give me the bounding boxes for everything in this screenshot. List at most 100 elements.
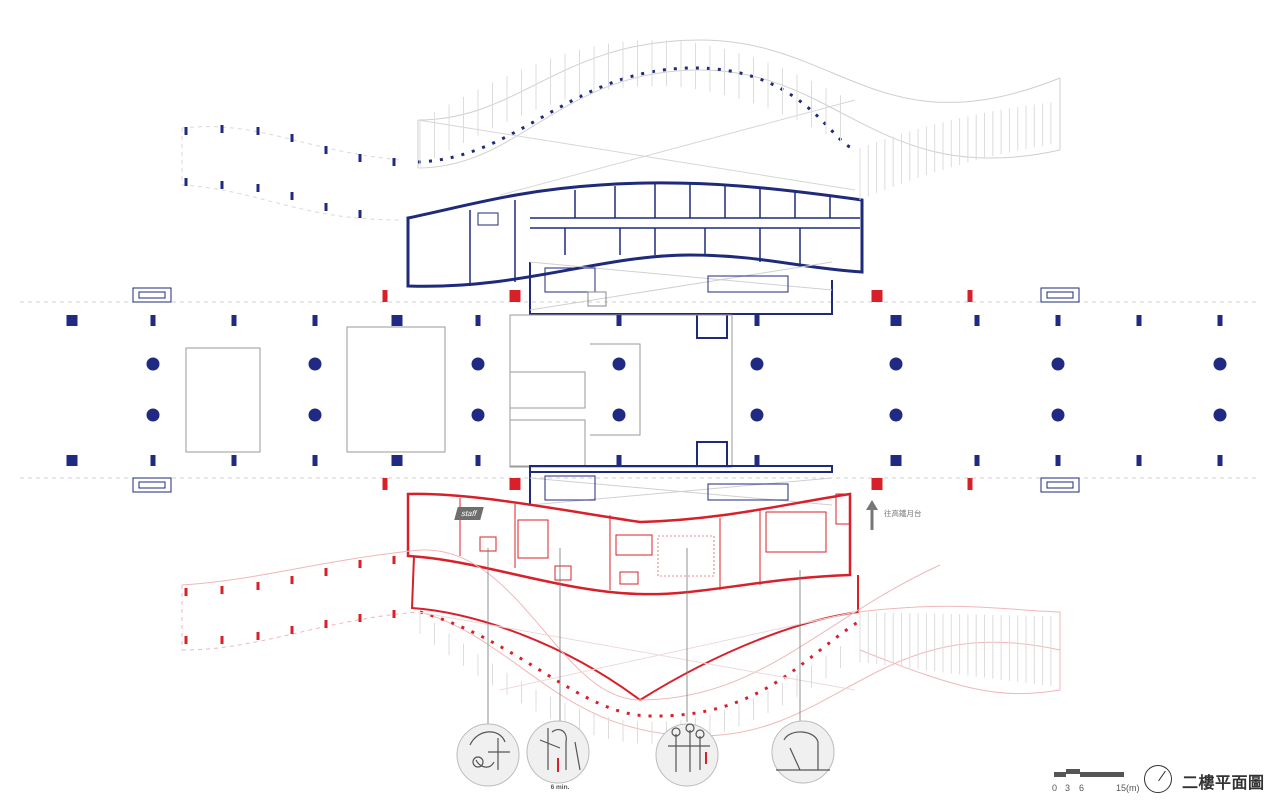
column-square bbox=[312, 455, 318, 466]
column-round bbox=[612, 357, 626, 371]
column-round bbox=[146, 408, 160, 422]
lower-concourse bbox=[529, 441, 833, 506]
column-round bbox=[308, 357, 322, 371]
canopy-tick bbox=[220, 586, 224, 594]
scale-tick-6: 6 bbox=[1079, 783, 1085, 793]
column-square-red bbox=[509, 290, 521, 302]
column-square bbox=[391, 455, 403, 466]
column-round bbox=[1051, 357, 1065, 371]
vignette-accents bbox=[557, 752, 707, 772]
canopy-tick bbox=[184, 588, 188, 596]
plan-title: 二樓平面圖 bbox=[1182, 773, 1265, 792]
canopy-tick bbox=[358, 210, 362, 218]
column-square-red bbox=[967, 290, 973, 302]
column-round bbox=[612, 408, 626, 422]
column-square bbox=[1136, 455, 1142, 466]
escalator-icon bbox=[132, 477, 172, 493]
column-square bbox=[1217, 455, 1223, 466]
direction-arrow-icon bbox=[866, 500, 878, 530]
canopy-tick bbox=[220, 181, 224, 189]
leader-lines bbox=[487, 548, 801, 728]
column-round bbox=[1051, 408, 1065, 422]
vignette-figures bbox=[469, 723, 830, 772]
column-square-red bbox=[967, 478, 973, 490]
column-square bbox=[890, 455, 902, 466]
canopy-tick bbox=[256, 184, 260, 192]
column-square bbox=[66, 315, 78, 326]
upper-building bbox=[406, 181, 864, 288]
canopy-tick bbox=[256, 582, 260, 590]
escalator-icons bbox=[132, 287, 1080, 493]
canopy-column-marks bbox=[184, 556, 396, 644]
left-canopy-top bbox=[181, 126, 401, 221]
escalator-icon bbox=[1040, 287, 1080, 303]
center-voids bbox=[185, 314, 733, 468]
escalator-icon-inner bbox=[1046, 291, 1074, 299]
column-square bbox=[974, 455, 980, 466]
column-round bbox=[889, 408, 903, 422]
column-square bbox=[231, 315, 237, 326]
column-square-red bbox=[382, 478, 388, 490]
canopy-tick bbox=[324, 146, 328, 154]
column-square-red bbox=[871, 478, 883, 490]
column-round bbox=[750, 408, 764, 422]
escalator-icon bbox=[1040, 477, 1080, 493]
escalator-icon-inner bbox=[138, 291, 166, 299]
column-square bbox=[150, 455, 156, 466]
column-square bbox=[1217, 315, 1223, 326]
canopy-tick bbox=[358, 560, 362, 568]
scale-bar: 0 3 6 15(m) bbox=[1046, 769, 1140, 793]
column-square bbox=[66, 455, 78, 466]
column-square bbox=[231, 455, 237, 466]
canopy-tick bbox=[324, 203, 328, 211]
canopy-tick bbox=[290, 134, 294, 142]
column-square bbox=[754, 455, 760, 466]
column-square-red bbox=[382, 290, 388, 302]
canopy-column-marks bbox=[184, 125, 396, 218]
column-square-red bbox=[871, 290, 883, 302]
column-round bbox=[471, 408, 485, 422]
column-square bbox=[312, 315, 318, 326]
lower-canopy bbox=[181, 549, 1061, 737]
canopy-tick bbox=[220, 125, 224, 133]
column-round bbox=[750, 357, 764, 371]
canopy-tick bbox=[392, 610, 396, 618]
upper-canopy bbox=[417, 39, 1061, 196]
canopy-tick bbox=[184, 127, 188, 135]
canopy-tick bbox=[392, 158, 396, 166]
canopy-ribs bbox=[419, 40, 1052, 744]
column-square bbox=[1055, 455, 1061, 466]
column-square bbox=[890, 315, 902, 326]
canopy-tick bbox=[256, 127, 260, 135]
title-block: 0 3 6 15(m) 二樓平面圖 bbox=[1040, 765, 1272, 795]
column-round bbox=[1213, 408, 1227, 422]
canopy-tick bbox=[220, 636, 224, 644]
column-round bbox=[889, 357, 903, 371]
vignette-caption: 6 min. bbox=[551, 784, 570, 791]
canopy-tick bbox=[358, 154, 362, 162]
column-square-red bbox=[509, 478, 521, 490]
column-square bbox=[150, 315, 156, 326]
canopy-tick bbox=[290, 576, 294, 584]
canopy-tick bbox=[324, 568, 328, 576]
canopy-tick bbox=[184, 178, 188, 186]
staff-tag: staff bbox=[454, 507, 484, 520]
escalator-icon-inner bbox=[1046, 481, 1074, 489]
column-round bbox=[146, 357, 160, 371]
scale-tick-3: 3 bbox=[1065, 783, 1071, 793]
upper-concourse bbox=[529, 261, 833, 339]
column-round bbox=[308, 408, 322, 422]
canopy-tick bbox=[256, 632, 260, 640]
canopy-tick bbox=[290, 626, 294, 634]
canopy-tick bbox=[184, 636, 188, 644]
canopy-tick bbox=[290, 192, 294, 200]
column-square bbox=[616, 315, 622, 326]
canopy-tick bbox=[324, 620, 328, 628]
north-arrow-icon bbox=[1144, 765, 1172, 793]
column-square bbox=[616, 455, 622, 466]
lower-building bbox=[406, 492, 859, 702]
column-round bbox=[1213, 357, 1227, 371]
column-square bbox=[475, 315, 481, 326]
scale-tick-0: 0 bbox=[1052, 783, 1058, 793]
